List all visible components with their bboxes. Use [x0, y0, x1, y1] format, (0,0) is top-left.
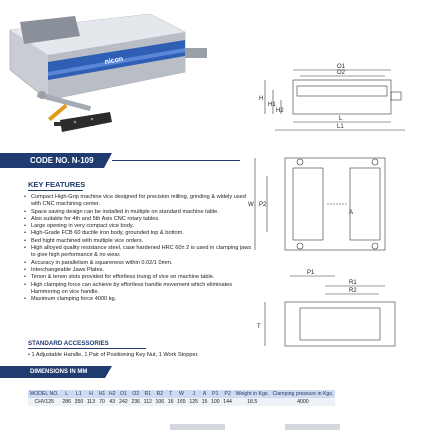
standard-accessories-text: • 1 Adjustable Handle, 1 Pair of Positio…	[28, 352, 199, 358]
label-h: H	[259, 96, 263, 102]
column-header: L1	[72, 390, 86, 398]
key-features-heading: KEY FEATURES	[28, 180, 86, 189]
table-cell: 15	[199, 398, 210, 406]
table-cell: 70	[96, 398, 108, 406]
list-item: Large opening in very compact vice body.	[22, 223, 257, 231]
column-header: H1	[96, 390, 108, 398]
label-l1: L1	[337, 124, 344, 130]
column-header: L	[60, 390, 73, 398]
column-header: W	[175, 390, 188, 398]
table-cell: 144	[221, 398, 234, 406]
list-item: High-Grade FCB 60 ductile iron body, gro…	[22, 230, 257, 238]
heading-underline	[28, 190, 83, 191]
column-header: H2	[107, 390, 118, 398]
label-r1: R1	[349, 280, 357, 286]
column-header: P2	[221, 390, 234, 398]
table-cell: CHV125	[28, 398, 61, 406]
table-cell: 16	[165, 398, 176, 406]
list-item: Tenon & tenon slots provided for effortl…	[22, 274, 257, 282]
table-cell: 236	[129, 398, 142, 406]
column-header: T	[165, 390, 176, 398]
list-item: Also suitable for 4th and 5th Axis CNC r…	[22, 216, 257, 224]
table-cell: 112	[141, 398, 154, 406]
table-cell: 286	[60, 398, 73, 406]
label-h2: H2	[276, 108, 284, 114]
label-l: L	[339, 116, 343, 122]
divider	[112, 160, 240, 161]
dimensions-table: MODEL NO. L L1 H H1 H2 O1 O2 R1 R2 T W J…	[28, 390, 336, 406]
table-cell: 106	[153, 398, 166, 406]
table-cell: 125	[187, 398, 200, 406]
column-header: O1	[117, 390, 130, 398]
table-row: CHV125 286 350 113 70 43 242 236 112 106…	[28, 398, 336, 406]
column-header: R2	[153, 390, 166, 398]
label-p1: P1	[307, 270, 315, 276]
dimensions-bar: DIMENSIONS IN MM	[0, 366, 112, 378]
column-header: Weight in Kgs.	[233, 390, 271, 398]
list-item: Compact High-Grip machine vice designed …	[22, 194, 257, 209]
list-item: High alloyed quality resistance steel, c…	[22, 245, 257, 260]
column-header: J	[187, 390, 200, 398]
table-cell: 4000	[270, 398, 336, 406]
heading-underline	[28, 348, 146, 349]
technical-drawings: O1 O2 H H1 H2 L L1 W P2 P1 A R1 R2 T	[248, 64, 405, 347]
column-header: R1	[141, 390, 154, 398]
label-t: T	[257, 324, 261, 330]
table-cell: 43	[107, 398, 118, 406]
column-header: H	[85, 390, 97, 398]
table-cell: 18.5	[233, 398, 271, 406]
label-p2: P2	[259, 202, 267, 208]
label-o2: O2	[337, 70, 346, 76]
footer-decoration	[170, 424, 340, 430]
column-header: MODEL NO.	[28, 390, 61, 398]
table-cell: 113	[85, 398, 97, 406]
column-header: A	[199, 390, 210, 398]
column-header: O2	[129, 390, 142, 398]
label-h1: H1	[268, 102, 276, 108]
standard-accessories-heading: STANDARD ACCESSORIES	[28, 340, 109, 347]
label-r2: R2	[349, 288, 357, 294]
key-features-list: Compact High-Grip machine vice designed …	[22, 194, 257, 304]
code-number-bar: CODE NO. N-109	[0, 153, 112, 168]
label-o1: O1	[337, 64, 346, 70]
column-header: Clamping pressure in Kgs.	[270, 390, 336, 398]
label-a: A	[349, 210, 353, 216]
list-item: Maximum clamping force 4000 kg.	[22, 296, 257, 304]
table-cell: 242	[117, 398, 130, 406]
table-cell: 100	[209, 398, 222, 406]
list-item: Space saving design can be installed in …	[22, 209, 257, 217]
product-photo: nicon	[9, 13, 207, 132]
column-header: P1	[209, 390, 222, 398]
table-header-row: MODEL NO. L L1 H H1 H2 O1 O2 R1 R2 T W J…	[28, 390, 336, 398]
brand-logo-text: nicon	[104, 56, 124, 66]
table-cell: 350	[72, 398, 86, 406]
table-cell: 165	[175, 398, 188, 406]
list-item: Interchangeable Jaws Plates.	[22, 267, 257, 275]
list-item: Bed hight machined with multiple vice or…	[22, 238, 257, 246]
list-item: Accuracy in parallelism & squareness wit…	[22, 260, 257, 268]
list-item: High clamping force can achieve by effor…	[22, 282, 257, 297]
